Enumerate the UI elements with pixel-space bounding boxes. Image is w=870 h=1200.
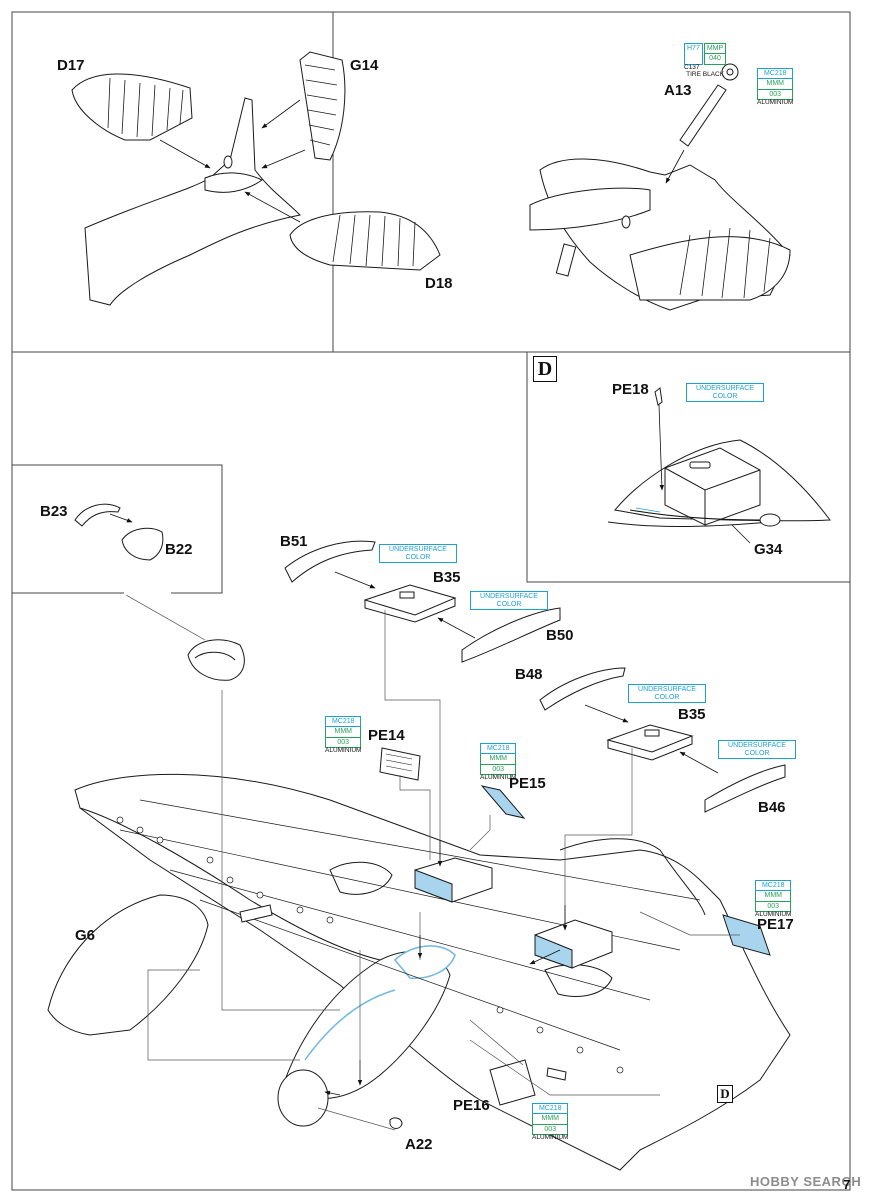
detail-d-leader <box>635 404 751 544</box>
tail-arrows <box>159 99 306 223</box>
paint-callout-a13-metal: MC218 MMM 003 ALUMINIUM <box>757 68 794 107</box>
paint-name-aluminium: ALUMINIUM <box>757 99 794 107</box>
part-label-b51: B51 <box>280 533 308 550</box>
paint-code-mmm: MMM <box>480 754 517 764</box>
paint-code-mc218: MC218 <box>755 880 792 892</box>
part-label-d18: D18 <box>425 275 453 292</box>
paint-code-003: 003 <box>532 1123 569 1136</box>
wing-fuselage-drawing <box>47 773 791 1171</box>
radiator-faces-painted <box>414 857 613 969</box>
paint-code-mmm: MMM <box>755 891 792 901</box>
part-label-pe14: PE14 <box>368 727 405 744</box>
part-label-b50: B50 <box>546 627 574 644</box>
paint-code-003: 003 <box>757 88 794 101</box>
part-label-pe18: PE18 <box>612 381 649 398</box>
undersurface-callout-b51: UNDERSURFACE COLOR <box>379 544 457 564</box>
tail-assembly-drawing <box>71 51 441 306</box>
paint-code-mmm: MMM <box>757 79 794 89</box>
watermark: HOBBY SEARCH <box>750 1174 862 1189</box>
paint-code-mmm: MMM <box>325 727 362 737</box>
b23-arrow <box>109 513 133 523</box>
photo-etch-parts <box>379 747 771 956</box>
part-label-b22: B22 <box>165 541 193 558</box>
intake-parts-drawing <box>74 503 245 681</box>
part-label-g34: G34 <box>754 541 783 558</box>
paint-name-aluminium: ALUMINIUM <box>755 911 792 919</box>
part-label-b35-top: B35 <box>433 569 461 586</box>
tailwheel-assembly-drawing <box>529 63 791 311</box>
part-label-a13: A13 <box>664 82 692 99</box>
part-label-g14: G14 <box>350 57 379 74</box>
part-label-b46: B46 <box>758 799 786 816</box>
paint-code-mmm: MMM <box>532 1114 569 1124</box>
paint-callout-pe16: MC218 MMM 003 ALUMINIUM <box>532 1103 569 1142</box>
undersurface-callout-b46: UNDERSURFACE COLOR <box>718 740 796 760</box>
part-label-pe17: PE17 <box>757 916 794 933</box>
part-label-g6: G6 <box>75 927 96 944</box>
paint-code-h77: H77 <box>684 43 703 65</box>
page-number: 7 <box>843 1177 851 1192</box>
paint-name-tire-black: TIRE BLACK <box>686 70 725 78</box>
paint-name-aluminium: ALUMINIUM <box>532 1134 569 1142</box>
undersurface-callout-pe18: UNDERSURFACE COLOR <box>686 383 764 403</box>
paint-code-003: 003 <box>755 900 792 913</box>
paint-code-003: 003 <box>325 736 362 749</box>
part-label-b23: B23 <box>40 503 68 520</box>
detail-d-marker: D <box>717 1085 733 1103</box>
a13-arrow <box>665 149 685 184</box>
panel-frames <box>11 11 851 1191</box>
paint-callout-pe17: MC218 MMM 003 ALUMINIUM <box>755 880 792 919</box>
detail-d-header: D <box>533 356 557 382</box>
paint-ref-c137: C137 <box>684 63 700 71</box>
paint-callout-pe15: MC218 MMM 003 ALUMINIUM <box>480 743 517 782</box>
part-label-a22: A22 <box>405 1136 433 1153</box>
paint-code-mc218: MC218 <box>757 68 794 80</box>
paint-code-mmp: MMP <box>703 43 727 54</box>
part-label-b48: B48 <box>515 666 543 683</box>
part-label-b35-bottom: B35 <box>678 706 706 723</box>
paint-name-aluminium: ALUMINIUM <box>480 774 517 782</box>
part-label-pe15: PE15 <box>509 775 546 792</box>
assembly-leader-lines <box>125 594 740 1131</box>
paint-code-040: 040 <box>703 53 727 65</box>
paint-code-mc218: MC218 <box>480 743 517 755</box>
paint-code-mc218: MC218 <box>532 1103 569 1115</box>
paint-code-mc218: MC218 <box>325 716 362 728</box>
detail-d-drawing <box>607 387 831 527</box>
part-label-d17: D17 <box>57 57 85 74</box>
main-arrows <box>324 840 568 1096</box>
paint-name-aluminium: ALUMINIUM <box>325 747 362 755</box>
undersurface-callout-b48: UNDERSURFACE COLOR <box>628 684 706 704</box>
paint-callout-a13-tire: H77 MMP 040 C137 TIRE BLACK <box>684 43 727 78</box>
paint-code-003: 003 <box>480 763 517 776</box>
paint-callout-pe14: MC218 MMM 003 ALUMINIUM <box>325 716 362 755</box>
undersurface-callout-b50: UNDERSURFACE COLOR <box>470 591 548 611</box>
radiator-arrows <box>334 571 719 774</box>
radiator-parts-drawing <box>284 540 786 813</box>
part-label-pe16: PE16 <box>453 1097 490 1114</box>
